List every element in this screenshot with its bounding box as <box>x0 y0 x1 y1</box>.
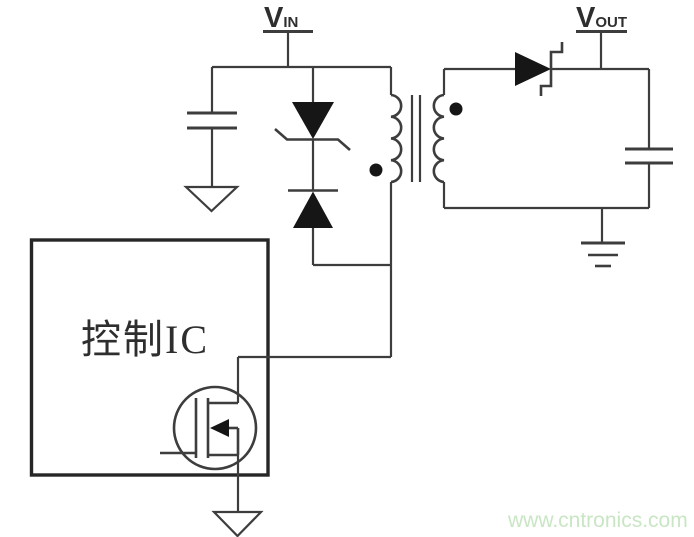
control-ic-label: 控制IC <box>81 317 209 362</box>
vout-label: VOUT <box>576 2 627 34</box>
vout-terminal: VOUT <box>576 2 627 69</box>
output-capacitor <box>625 147 673 165</box>
source-ground-symbol <box>211 510 264 537</box>
clamp-tvs-diode-triangle <box>292 102 334 139</box>
clamp-blocking-diode-triangle <box>293 191 333 228</box>
primary-winding <box>390 93 403 184</box>
input-capacitor-branch <box>183 67 240 213</box>
primary-phase-dot <box>369 163 383 177</box>
input-ground-symbol <box>183 185 240 213</box>
vin-label: VIN <box>264 2 298 34</box>
mosfet-body-arrow <box>210 419 229 437</box>
control-ic: 控制IC <box>29 238 270 477</box>
schottky-diode-triangle <box>515 52 551 86</box>
mosfet-circle <box>172 385 258 471</box>
secondary-earth-ground <box>581 208 625 268</box>
output-stage <box>444 42 673 268</box>
clamp-branch <box>274 67 391 267</box>
flyback-transformer <box>369 67 463 357</box>
vin-terminal: VIN <box>263 2 313 67</box>
secondary-phase-dot <box>449 102 463 116</box>
secondary-winding <box>432 93 445 184</box>
power-mosfet <box>160 357 258 512</box>
watermark: www.cntronics.com <box>507 509 688 532</box>
input-capacitor <box>187 111 237 130</box>
